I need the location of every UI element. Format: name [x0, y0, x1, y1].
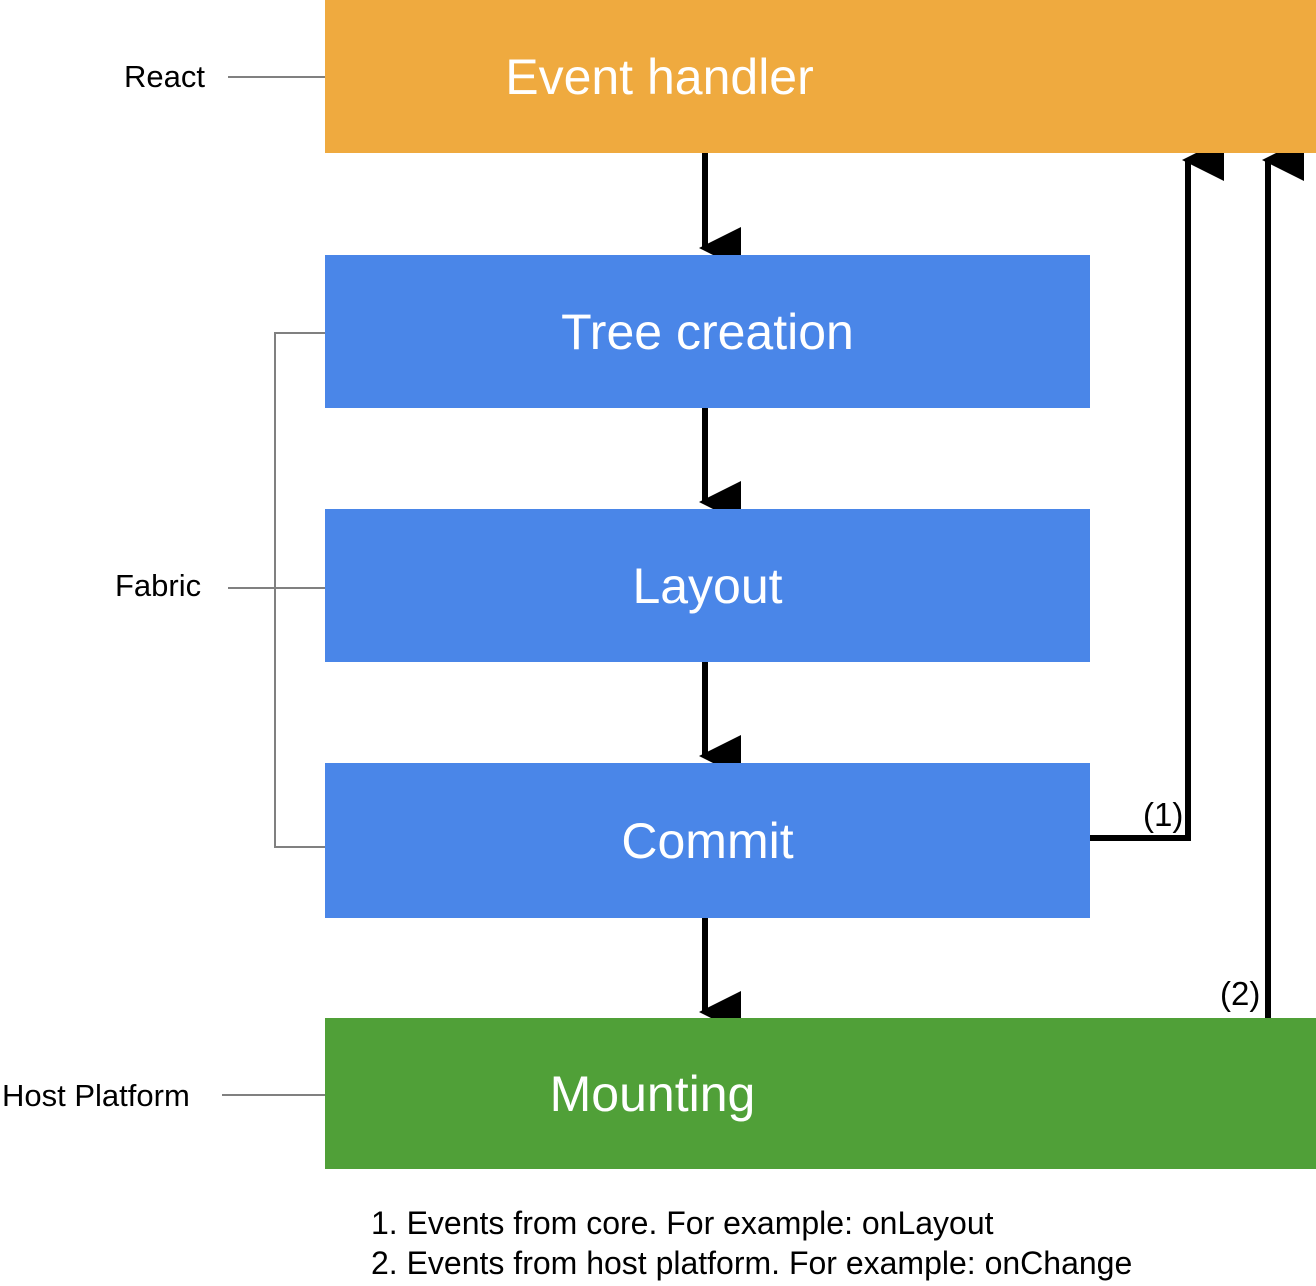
group-label-react: React [124, 59, 205, 94]
node-commit-label: Commit [621, 812, 794, 869]
edge-ref-label-1: (1) [1143, 796, 1184, 833]
node-event-handler[interactable]: Event handler [325, 0, 1316, 153]
node-tree-creation[interactable]: Tree creation [325, 255, 1090, 408]
node-mounting[interactable]: Mounting [325, 1018, 1316, 1169]
legend: 1. Events from core. For example: onLayo… [371, 1203, 1132, 1283]
node-commit[interactable]: Commit [325, 763, 1090, 918]
legend-item-2: 2. Events from host platform. For exampl… [371, 1245, 1133, 1281]
edge-ref-label-2: (2) [1220, 975, 1261, 1012]
node-mounting-label: Mounting [549, 1065, 756, 1122]
node-tree-creation-label: Tree creation [561, 303, 854, 360]
arrow-commit-to-event-handler-1 [1090, 139, 1224, 841]
node-layout[interactable]: Layout [325, 509, 1090, 662]
group-label-fabric: Fabric [115, 568, 202, 603]
group-label-host-platform: Host Platform [2, 1078, 190, 1113]
bracket-fabric [274, 332, 325, 848]
node-event-handler-label: Event handler [505, 48, 814, 105]
legend-item-1: 1. Events from core. For example: onLayo… [371, 1205, 994, 1241]
node-layout-label: Layout [632, 557, 783, 614]
